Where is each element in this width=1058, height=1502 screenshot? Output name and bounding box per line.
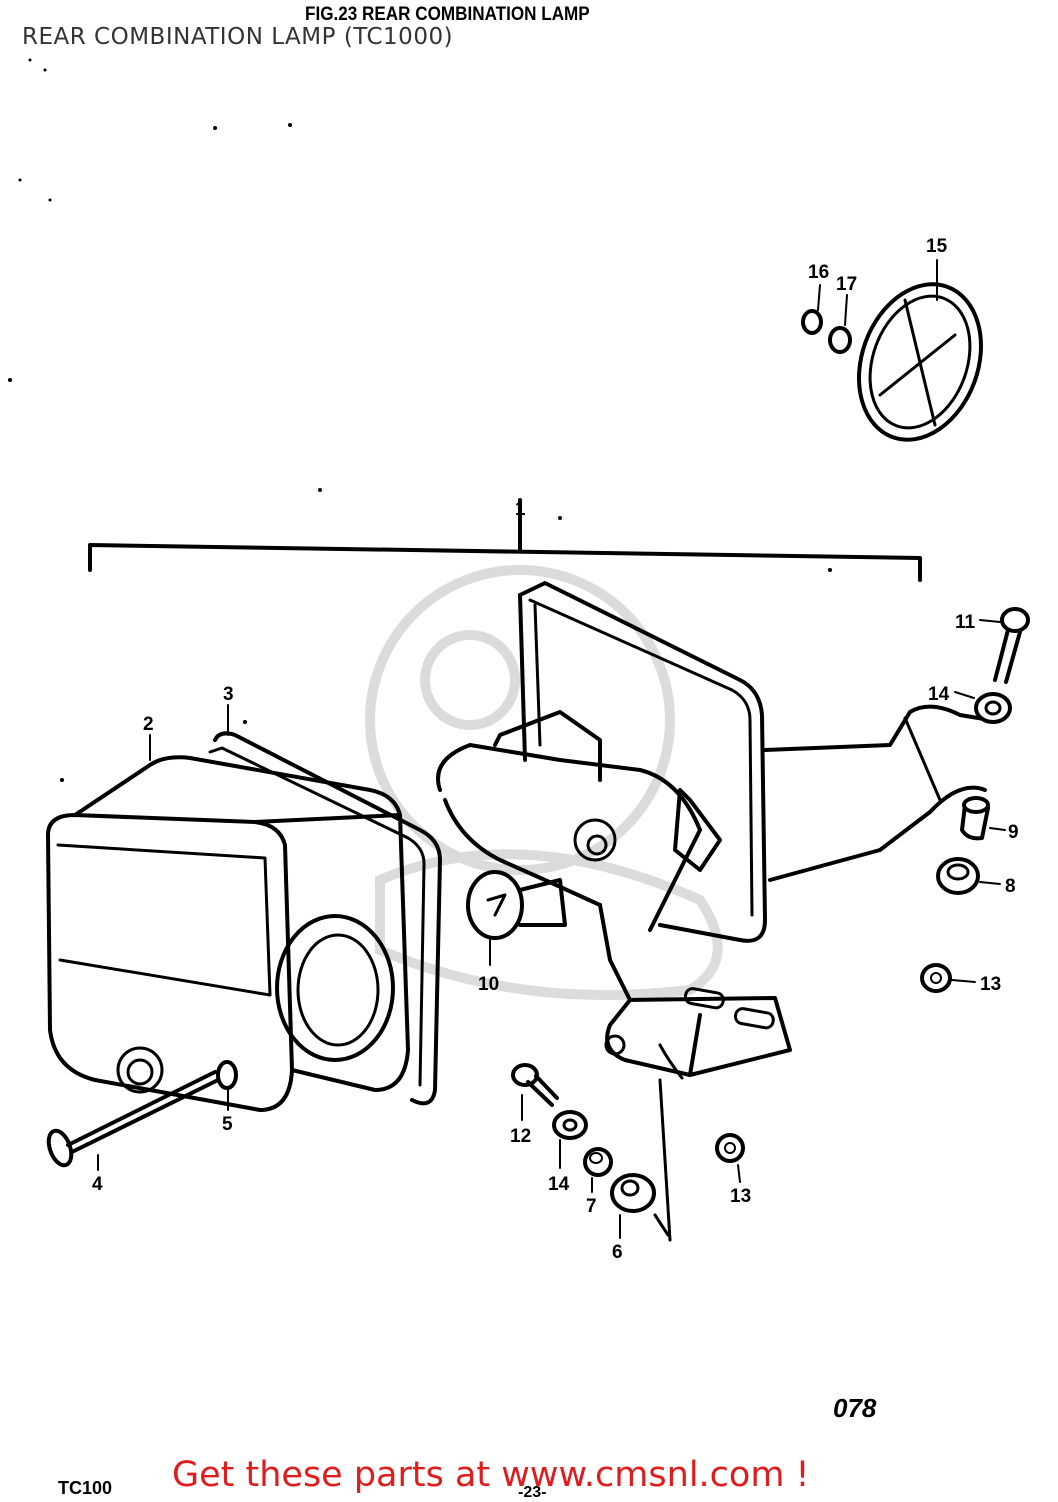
callout-9: 9	[1008, 822, 1019, 843]
mount-nut-right	[920, 963, 976, 993]
callout-12: 12	[510, 1126, 531, 1147]
page-code: 078	[833, 1393, 877, 1423]
lower-grommet	[610, 1173, 656, 1239]
parts-shop-link[interactable]: Get these parts at www.cmsnl.com !	[172, 1455, 810, 1495]
figure-caption: FIG.23 REAR COMBINATION LAMP	[305, 4, 590, 25]
lens-gasket	[208, 731, 442, 1106]
callout-2: 2	[143, 714, 154, 735]
callout-16: 16	[808, 262, 829, 283]
bulb	[466, 870, 567, 966]
assembly-bracket	[88, 498, 922, 582]
screw-washer	[216, 1060, 238, 1111]
callout-6: 6	[612, 1242, 623, 1263]
callout-5: 5	[222, 1114, 233, 1135]
callout-15: 15	[926, 236, 948, 257]
callout-13a: 13	[980, 974, 1001, 995]
watermark-logo	[365, 565, 723, 1000]
callout-17: 17	[836, 274, 857, 295]
print-specks	[8, 58, 832, 782]
reflector-washer	[828, 294, 852, 354]
callout-10: 10	[478, 974, 499, 995]
lamp-bracket	[436, 581, 992, 1080]
reflector-nut	[801, 284, 823, 335]
reflector	[857, 259, 983, 442]
callout-14a: 14	[928, 684, 950, 705]
mount-grommet	[936, 857, 1001, 895]
mount-bolt	[979, 607, 1030, 684]
lower-bolt	[511, 1063, 559, 1121]
lamp-lens	[46, 704, 410, 1112]
lower-washer	[552, 1110, 588, 1169]
callout-4: 4	[92, 1174, 103, 1195]
lower-collar	[583, 1147, 613, 1193]
lens-screw	[46, 1070, 220, 1171]
callout-7: 7	[586, 1196, 597, 1217]
page-title: REAR COMBINATION LAMP (TC1000)	[22, 24, 454, 50]
assembly-guide-lines	[653, 1078, 672, 1242]
lower-nut	[715, 1133, 745, 1183]
callout-3: 3	[223, 684, 234, 705]
callout-1: 1	[515, 499, 526, 520]
callout-11: 11	[955, 612, 976, 633]
callout-14b: 14	[548, 1174, 570, 1195]
callout-8: 8	[1005, 876, 1016, 897]
mount-collar	[960, 796, 1006, 841]
page-number: -23-	[518, 1484, 547, 1501]
model-code: TC100	[58, 1478, 113, 1498]
mount-washer-top	[954, 691, 1012, 724]
callout-13b: 13	[730, 1186, 751, 1207]
